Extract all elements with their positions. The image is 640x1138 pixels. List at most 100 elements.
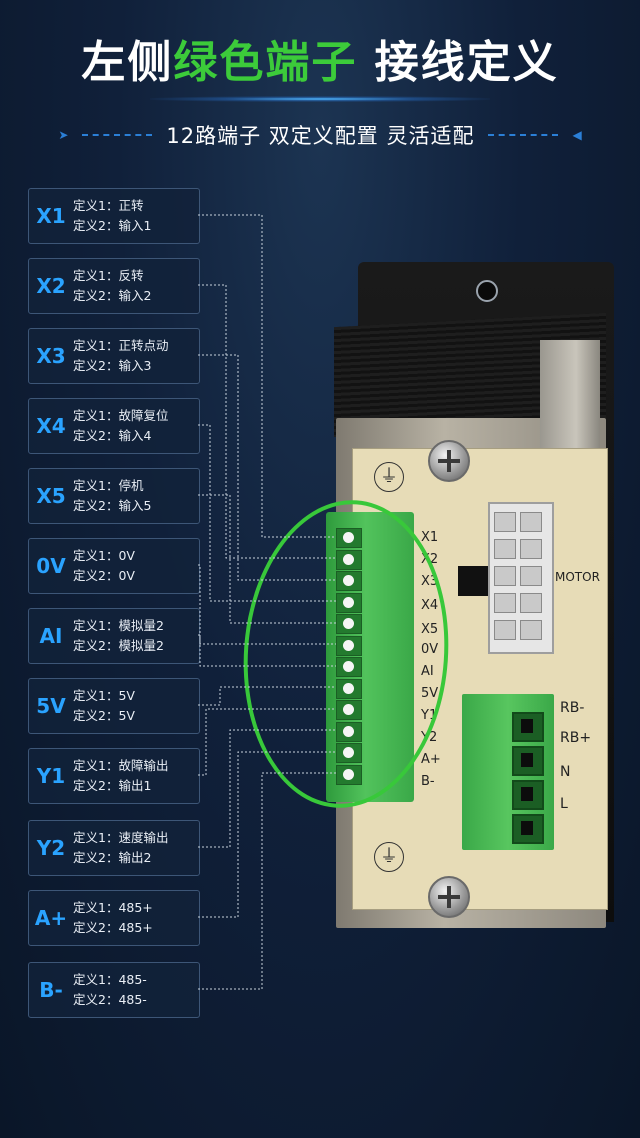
- definition-2: 定义2：输入2: [73, 288, 152, 303]
- definition-2: 定义2：输入4: [73, 428, 152, 443]
- terminal-card-x1: X1 定义1：正转定义2：输入1: [28, 188, 200, 244]
- pin-label: A+: [34, 906, 68, 930]
- terminal-screw-hole: [336, 549, 362, 570]
- terminal-card-x4: X4 定义1：故障复位定义2：输入4: [28, 398, 200, 454]
- definition-1: 定义1：正转: [73, 198, 144, 213]
- pin-label: B-: [39, 978, 63, 1002]
- terminal-card-y2: Y2 定义1：速度输出定义2：输出2: [28, 820, 200, 876]
- motor-pin-slot: [494, 593, 516, 613]
- motor-pin-slot: [520, 539, 542, 559]
- terminal-screw-hole: [336, 764, 362, 785]
- leader-line: [198, 686, 336, 706]
- motor-pin-slot: [520, 512, 542, 532]
- definition-1: 定义1：故障复位: [73, 408, 169, 423]
- pin-label: X4: [36, 414, 66, 438]
- definition-2: 定义2：输出1: [73, 778, 152, 793]
- motor-pin-slot: [520, 566, 542, 586]
- definition-2: 定义2：输入5: [73, 498, 152, 513]
- leader-line: [198, 772, 336, 990]
- bottom-screw-icon: [428, 876, 470, 918]
- power-cell: [512, 814, 544, 844]
- power-label: RB-: [560, 700, 585, 716]
- terminal-card-a-plus: A+ 定义1：485+ 定义2：485+: [28, 890, 200, 946]
- terminal-screw-hole: [336, 743, 362, 763]
- definition-1: 定义1：速度输出: [73, 830, 169, 845]
- pin-label: Y1: [36, 764, 66, 788]
- power-label: RB+: [560, 730, 592, 746]
- leader-line: [198, 708, 336, 776]
- device-label: 5V: [421, 686, 439, 701]
- leader-line: [198, 751, 336, 918]
- definition-2: 定义2：0V: [73, 568, 135, 583]
- left-dash-divider: [82, 134, 153, 136]
- definition-2: 定义2：5V: [73, 708, 135, 723]
- leader-line: [198, 634, 336, 667]
- terminal-screw-hole: [336, 571, 362, 591]
- right-arrow-icon: ◀: [572, 128, 582, 142]
- ground-icon: ⏚: [374, 462, 404, 492]
- terminal-card-b-minus: B- 定义1：485- 定义2：485-: [28, 962, 200, 1018]
- subtitle: 12路端子 双定义配置 灵活适配: [166, 124, 475, 148]
- motor-pin-slot: [494, 539, 516, 559]
- top-screw-icon: [428, 440, 470, 482]
- pin-label: X1: [36, 204, 66, 228]
- leader-line: [198, 214, 336, 538]
- definition-1: 定义1：停机: [73, 478, 144, 493]
- motor-pin-slot: [494, 512, 516, 532]
- pin-label: Y2: [36, 836, 66, 860]
- definition-2: 定义2：485+: [73, 920, 153, 935]
- terminal-screw-hole: [336, 700, 362, 720]
- definition-2: 定义2：输入1: [73, 218, 152, 233]
- ground-icon: ⏚: [374, 842, 404, 872]
- pin-label: X3: [36, 344, 66, 368]
- definition-1: 定义1：485-: [73, 972, 147, 987]
- motor-label: MOTOR: [555, 570, 600, 584]
- terminal-screw-hole: [336, 657, 362, 677]
- pin-label: AI: [39, 624, 63, 648]
- title-glow: [150, 96, 490, 102]
- device-label: A+: [421, 752, 441, 767]
- terminal-screw-hole: [336, 614, 362, 634]
- terminal-screw-hole: [336, 592, 362, 613]
- motor-pin-slot: [520, 620, 542, 640]
- terminal-screw-hole: [336, 721, 362, 742]
- power-cell: [512, 712, 544, 742]
- definition-1: 定义1：模拟量2: [73, 618, 164, 633]
- device-label: 0V: [421, 642, 439, 657]
- leader-line: [198, 494, 336, 624]
- device-label: Y2: [421, 730, 438, 745]
- device-label: X4: [421, 598, 439, 613]
- terminal-card-x5: X5 定义1：停机定义2：输入5: [28, 468, 200, 524]
- definition-2: 定义2：输出2: [73, 850, 152, 865]
- leader-line: [198, 354, 336, 581]
- definition-2: 定义2：模拟量2: [73, 638, 164, 653]
- terminal-screw-hole: [336, 528, 362, 548]
- device-label: X5: [421, 622, 439, 637]
- page-title: 左侧绿色端子 接线定义: [0, 26, 640, 90]
- terminal-card-x3: X3 定义1：正转点动定义2：输入3: [28, 328, 200, 384]
- device-label: B-: [421, 774, 435, 789]
- motor-pin-slot: [520, 593, 542, 613]
- definition-1: 定义1：5V: [73, 688, 135, 703]
- motor-connector-latch: [458, 566, 488, 596]
- power-cell: [512, 780, 544, 810]
- definition-1: 定义1：485+: [73, 900, 153, 915]
- motor-pin-slot: [494, 620, 516, 640]
- title-right: 接线定义: [374, 37, 559, 88]
- definition-1: 定义1：故障输出: [73, 758, 169, 773]
- device-label: AI: [421, 664, 434, 679]
- mounting-hole: [476, 280, 498, 302]
- title-left: 左侧: [81, 37, 174, 88]
- power-cell: [512, 746, 544, 776]
- leader-line: [198, 564, 336, 645]
- definition-2: 定义2：485-: [73, 992, 147, 1007]
- left-arrow-icon: ➤: [58, 128, 69, 142]
- right-dash-divider: [488, 134, 559, 136]
- leader-line: [198, 424, 336, 602]
- device-label: X2: [421, 552, 439, 567]
- subtitle-bar: ➤ 12路端子 双定义配置 灵活适配 ◀: [0, 118, 640, 152]
- terminal-card-y1: Y1 定义1：故障输出定义2：输出1: [28, 748, 200, 804]
